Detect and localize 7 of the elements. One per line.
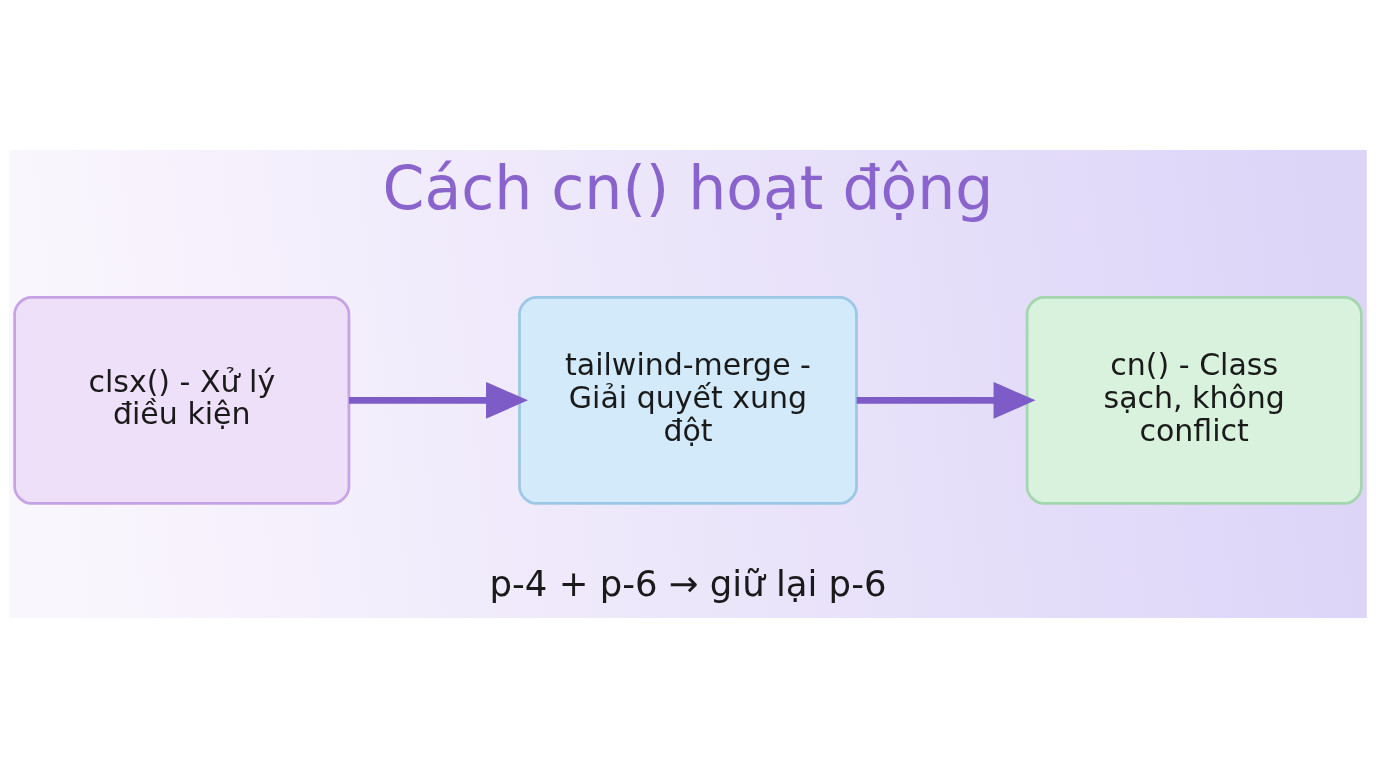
arrow (349, 382, 528, 419)
arrow (856, 382, 1036, 419)
node-box: cn() - Class sạch, không conflict (1025, 296, 1363, 505)
label: p-4 + p-6 → giữ lại p-6 (489, 562, 887, 604)
node-box: tailwind-merge - Giải quyết xung đột (518, 296, 858, 505)
node-box: clsx() - Xử lý điều kiện (13, 296, 351, 505)
diagram-title: Cách cn() hoạt động (382, 152, 994, 223)
